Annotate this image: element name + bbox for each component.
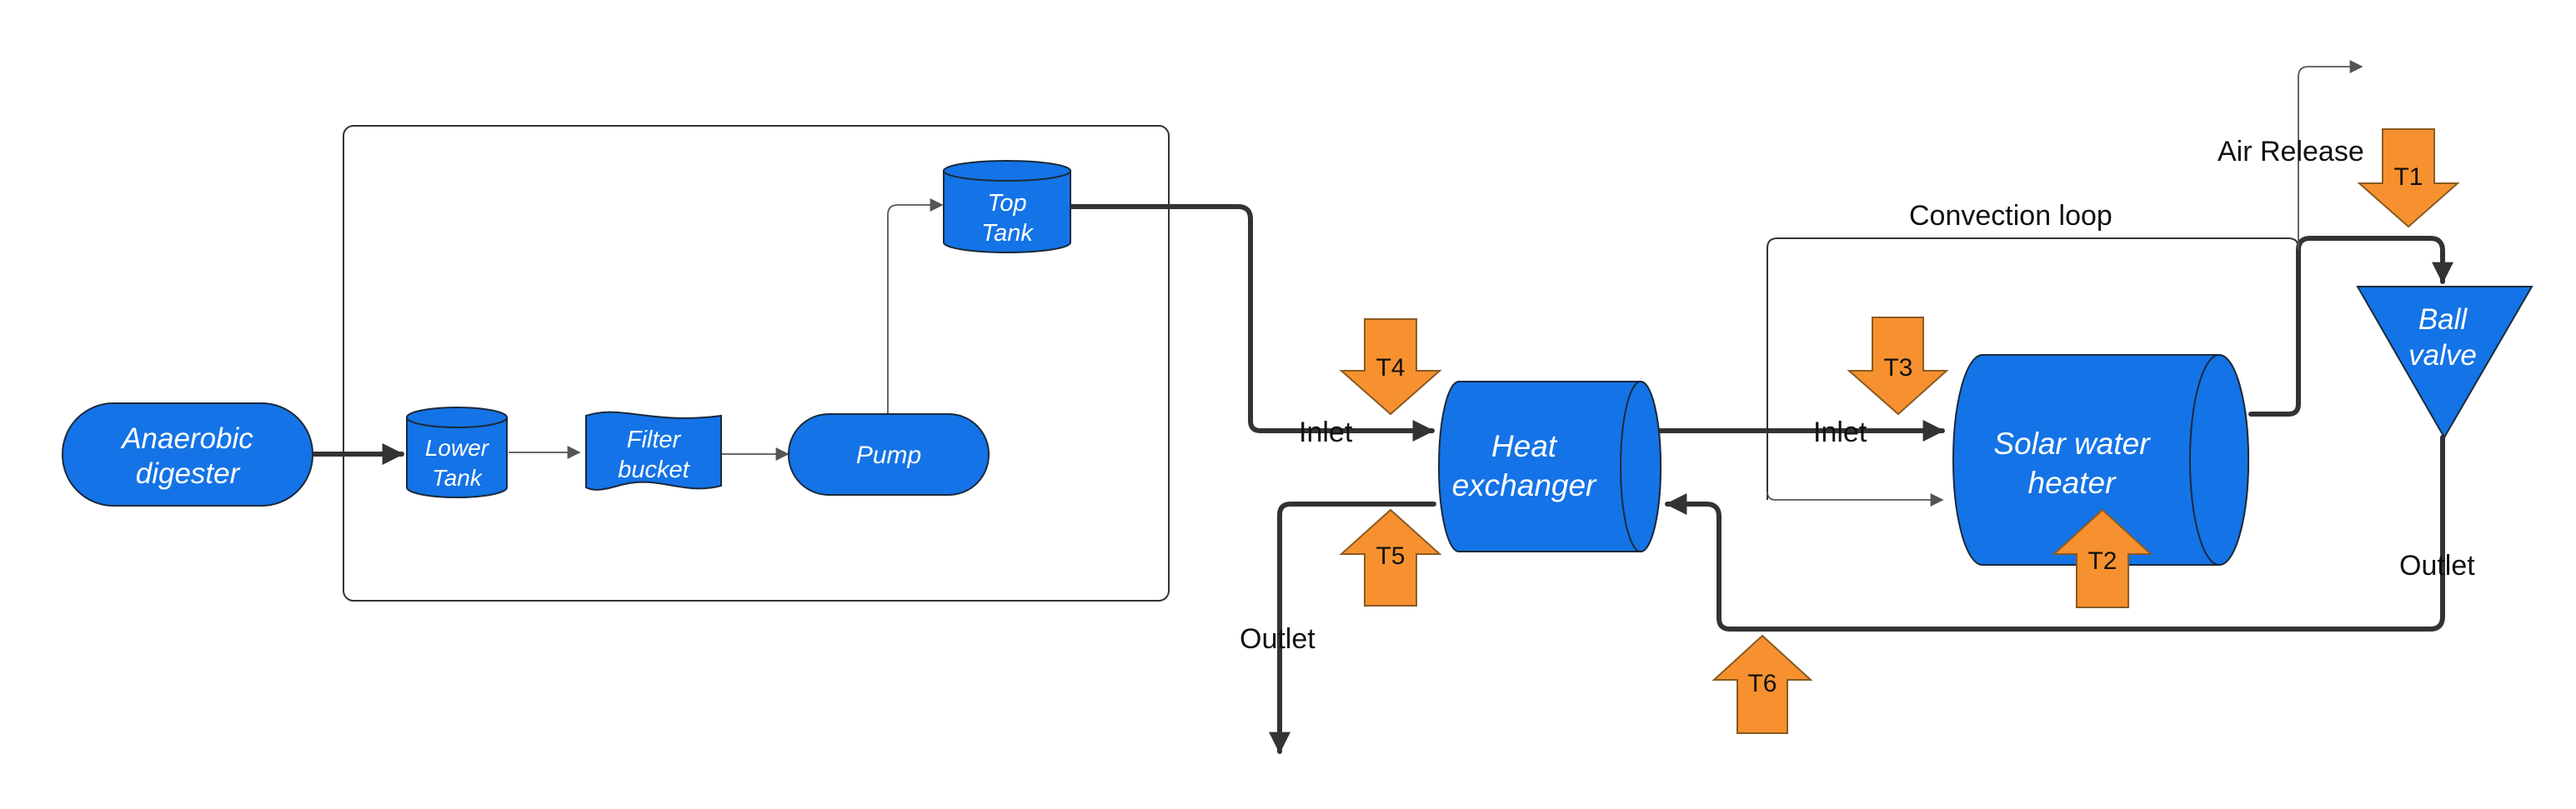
top-tank-label-1: Top	[987, 190, 1026, 217]
pipe-hx-outlet	[1269, 502, 1436, 754]
anaerobic-digester-label-2: digester	[136, 457, 241, 490]
top-tank-label-2: Tank	[981, 220, 1034, 247]
ball-valve: Ball valve	[2356, 286, 2533, 440]
lower-tank-label-1: Lower	[425, 435, 490, 461]
sensor-t6-label: T6	[1747, 670, 1777, 697]
filter-bucket: Filter bucket	[585, 411, 722, 491]
sensor-t4: T4	[1339, 318, 1442, 416]
pretreatment-group-box	[343, 125, 1170, 602]
ball-valve-label-1: Ball	[2418, 303, 2468, 336]
sensor-t2: T2	[2052, 508, 2153, 608]
pipe-top-tank-to-hx	[1069, 204, 1435, 442]
inlet-hx-label: Inlet	[1299, 417, 1353, 448]
lower-tank: Lower Tank	[406, 407, 508, 498]
air-release-label: Air Release	[2218, 136, 2364, 167]
sensor-t5: T5	[1339, 508, 1442, 607]
outlet-valve-label: Outlet	[2399, 550, 2475, 582]
filter-bucket-label-2: bucket	[618, 457, 690, 483]
connector-pump-to-top-tank	[887, 198, 944, 414]
pump: Pump	[788, 413, 990, 496]
ball-valve-label-2: valve	[2408, 339, 2477, 372]
sensor-t1-label: T1	[2393, 163, 2423, 191]
pipe-swh-to-ball-valve	[2248, 236, 2453, 417]
solar-water-heater-label-1: Solar water	[1993, 427, 2151, 461]
outlet-hx-label: Outlet	[1240, 623, 1316, 655]
lower-tank-label-2: Tank	[432, 465, 484, 491]
top-tank: Top Tank	[943, 160, 1071, 253]
pump-label: Pump	[856, 442, 921, 469]
inlet-swh-label: Inlet	[1813, 417, 1867, 448]
heat-exchanger-label-1: Heat	[1491, 429, 1558, 463]
sensor-t6: T6	[1711, 634, 1813, 734]
anaerobic-digester-label-1: Anaerobic	[120, 422, 253, 455]
heat-exchanger-label-2: exchanger	[1452, 468, 1597, 502]
filter-bucket-label-1: Filter	[627, 427, 682, 453]
solar-water-heater-label-2: heater	[2028, 466, 2117, 500]
anaerobic-digester: Anaerobic digester	[62, 402, 313, 507]
sensor-t3-label: T3	[1883, 354, 1912, 382]
connector-convection-loop	[1767, 491, 1944, 507]
sensor-t4-label: T4	[1376, 354, 1405, 382]
heat-exchanger: Heat exchanger	[1438, 381, 1661, 552]
sensor-t1: T1	[2357, 128, 2460, 228]
connector-air-release	[2298, 60, 2363, 250]
sensor-t2-label: T2	[2087, 547, 2117, 575]
sensor-t3: T3	[1847, 317, 1949, 416]
pipe-ball-valve-return	[1665, 435, 2445, 632]
convection-loop-label: Convection loop	[1909, 200, 2112, 232]
solar-water-heater: Solar water heater	[1952, 354, 2249, 566]
sensor-t5-label: T5	[1376, 542, 1405, 570]
